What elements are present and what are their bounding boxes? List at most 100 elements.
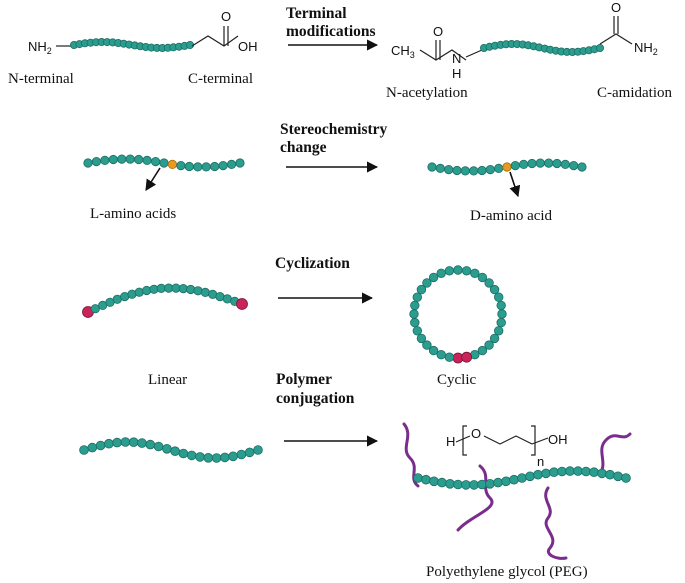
amino-acid-bead bbox=[125, 154, 135, 164]
amino-acid-bead bbox=[145, 439, 156, 450]
amino-acid-bead bbox=[477, 345, 488, 356]
amino-acid-bead bbox=[429, 476, 439, 487]
amino-acid-bead bbox=[477, 479, 487, 490]
amino-acid-bead bbox=[461, 480, 471, 490]
amino-acid-bead bbox=[581, 466, 591, 477]
amino-acid-bead bbox=[444, 352, 455, 362]
amino-acid-bead bbox=[477, 272, 488, 283]
amino-acid-bead bbox=[496, 317, 506, 328]
amino-acid-bead bbox=[569, 161, 579, 171]
amino-acid-bead bbox=[193, 162, 203, 172]
amino-acid-bead bbox=[142, 155, 152, 165]
amino-acid-bead bbox=[444, 266, 455, 276]
peptide-chain-l-amino bbox=[83, 154, 245, 172]
amino-acid-bead bbox=[552, 158, 562, 169]
amino-acid-bead bbox=[112, 437, 122, 448]
peg-right-bracket bbox=[531, 425, 536, 456]
amino-acid-bead bbox=[211, 453, 222, 463]
amino-acid-bead bbox=[489, 284, 500, 295]
amino-acid-bead bbox=[452, 165, 462, 176]
amino-acid-bead bbox=[416, 284, 427, 295]
amino-acid-bead bbox=[527, 158, 537, 169]
amino-acid-bead bbox=[484, 278, 494, 288]
amino-acid-bead bbox=[444, 165, 454, 175]
peg-chain-3 bbox=[544, 486, 568, 560]
amino-acid-bead bbox=[176, 161, 186, 171]
polymer-title-line2: conjugation bbox=[276, 390, 355, 407]
d-amino-label: D-amino acid bbox=[470, 208, 553, 224]
cyclic-label: Cyclic bbox=[437, 372, 476, 388]
amino-acid-bead bbox=[485, 165, 495, 175]
amino-acid-bead bbox=[201, 162, 211, 172]
peptide-ring-cyclic bbox=[409, 265, 507, 364]
n-acetylation-label: N-acetylation bbox=[386, 85, 468, 101]
amino-acid-bead bbox=[186, 450, 197, 461]
amino-acid-bead bbox=[413, 473, 423, 483]
amino-acid-bead bbox=[589, 467, 599, 478]
amino-acid-bead bbox=[460, 166, 470, 176]
terminal-amino-acid-bead bbox=[461, 351, 473, 363]
amino-acid-bead bbox=[235, 158, 245, 168]
amino-acid-bead bbox=[409, 309, 419, 319]
amino-acid-bead bbox=[220, 452, 230, 463]
amino-acid-bead bbox=[535, 158, 545, 168]
terminal-section: NH2 O OH N-terminal C-terminal Terminal … bbox=[8, 0, 672, 101]
amino-acid-bead bbox=[453, 265, 463, 275]
amino-acid-bead bbox=[621, 473, 631, 483]
amino-acid-bead bbox=[100, 155, 110, 165]
amino-acid-bead bbox=[410, 300, 420, 311]
amino-acid-bead bbox=[477, 165, 487, 176]
amino-acid-bead bbox=[137, 438, 147, 448]
polymer-section: Polymer conjugation H O OH n Polyethylen… bbox=[79, 371, 632, 580]
terminal-title-line1: Terminal bbox=[286, 5, 347, 22]
amino-acid-bead bbox=[484, 340, 494, 350]
peg-oh-label: OH bbox=[548, 432, 568, 447]
amino-acid-bead bbox=[427, 162, 437, 172]
ch3-label: CH3 bbox=[391, 43, 415, 60]
amino-acid-bead bbox=[79, 445, 89, 455]
amino-acid-bead bbox=[195, 452, 205, 462]
nh2-right-label: NH2 bbox=[634, 40, 658, 57]
stereo-title-line2: change bbox=[280, 139, 327, 156]
amino-acid-bead bbox=[469, 166, 479, 176]
amino-acid-bead bbox=[497, 309, 507, 319]
amino-acid-bead bbox=[525, 471, 535, 482]
amino-acid-bead bbox=[151, 157, 161, 167]
amino-acid-bead bbox=[519, 159, 529, 169]
amino-acid-bead bbox=[541, 468, 551, 479]
amino-acid-bead bbox=[210, 161, 220, 172]
amino-acid-bead bbox=[437, 477, 447, 488]
amino-acid-bead bbox=[117, 154, 127, 164]
peptide-chain-unconjugated bbox=[79, 437, 263, 463]
amino-acid-bead bbox=[95, 440, 106, 451]
terminal-title-line2: modifications bbox=[286, 23, 376, 40]
amino-acid-bead bbox=[87, 442, 98, 453]
peg-left-bracket bbox=[462, 425, 467, 456]
peg-label: Polyethylene glycol (PEG) bbox=[426, 564, 588, 580]
o-left-label: O bbox=[221, 9, 231, 24]
cyclization-section: Linear Cyclization Cyclic bbox=[82, 255, 507, 388]
amino-acid-bead bbox=[410, 317, 420, 328]
amino-acid-bead bbox=[461, 266, 472, 276]
amino-acid-bead bbox=[509, 474, 519, 485]
amino-acid-bead bbox=[469, 480, 479, 490]
amino-acid-bead bbox=[134, 287, 144, 297]
amino-acid-bead bbox=[489, 333, 500, 344]
amino-acid-bead bbox=[134, 154, 144, 165]
amino-acid-bead bbox=[597, 468, 607, 479]
cyclization-title: Cyclization bbox=[275, 255, 350, 272]
amino-acid-bead bbox=[253, 445, 263, 455]
d-amino-pointer-arrow bbox=[509, 171, 521, 198]
amino-acid-bead bbox=[91, 157, 102, 167]
stereo-title-line1: Stereochemistry bbox=[280, 121, 388, 138]
amino-acid-bead bbox=[428, 272, 439, 283]
amino-acid-bead bbox=[485, 478, 495, 489]
amino-acid-bead bbox=[162, 443, 172, 454]
amino-acid-bead bbox=[422, 278, 432, 288]
peg-ethylene-bonds bbox=[483, 435, 533, 445]
amino-acid-bead bbox=[83, 158, 93, 168]
amino-acid-bead bbox=[108, 154, 118, 165]
peptide-chain-d-amino bbox=[427, 158, 587, 176]
